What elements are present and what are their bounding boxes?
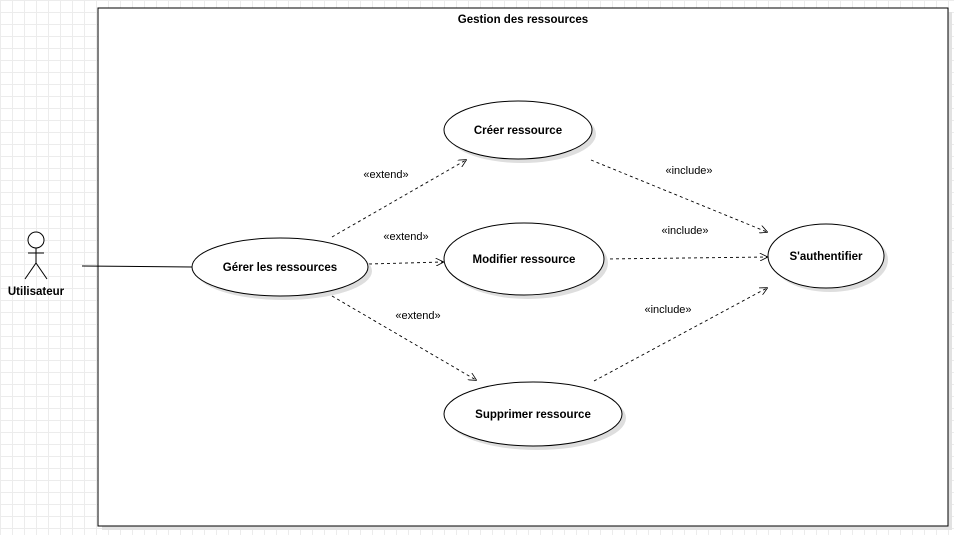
include-label-supprimer: «include» <box>644 304 691 316</box>
use-case-modifier-label: Modifier ressource <box>473 254 576 266</box>
extend-arrow-modifier[interactable] <box>368 262 443 264</box>
actor-utilisateur[interactable] <box>24 231 48 280</box>
extend-label-creer: «extend» <box>363 169 408 181</box>
use-case-supprimer[interactable] <box>443 381 623 447</box>
actor-left-leg <box>24 262 37 280</box>
include-arrow-creer[interactable] <box>590 159 767 232</box>
include-arrow-supprimer[interactable] <box>593 288 767 382</box>
use-case-gerer[interactable] <box>191 237 369 297</box>
include-label-creer: «include» <box>665 165 712 177</box>
actor-label: Utilisateur <box>8 286 65 298</box>
use-case-gerer-label: Gérer les ressources <box>223 262 337 274</box>
extend-arrow-supprimer[interactable] <box>331 295 476 380</box>
extend-label-supprimer: «extend» <box>395 310 440 322</box>
use-case-modifier[interactable] <box>443 222 605 296</box>
use-case-creer[interactable] <box>443 100 593 160</box>
include-label-modifier: «include» <box>661 225 708 237</box>
use-case-supprimer-label: Supprimer ressource <box>475 409 591 421</box>
use-case-auth-label: S'authentifier <box>789 251 863 263</box>
extend-arrow-creer[interactable] <box>331 160 466 238</box>
use-case-creer-label: Créer ressource <box>474 125 562 137</box>
actor-head <box>27 231 45 249</box>
use-case-auth[interactable] <box>767 223 885 289</box>
association-line[interactable] <box>81 265 193 268</box>
system-title: Gestion des ressources <box>458 14 588 26</box>
extend-label-modifier: «extend» <box>383 231 428 243</box>
actor-right-leg <box>35 262 48 280</box>
